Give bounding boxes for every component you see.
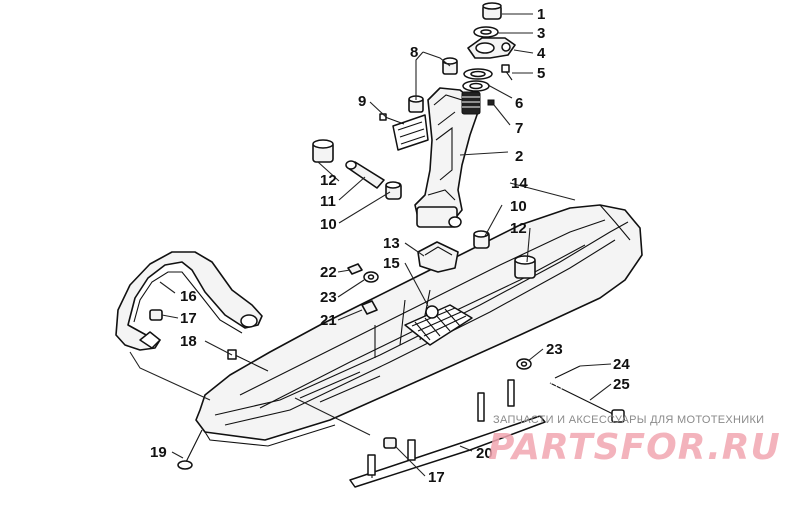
nut-22 — [347, 263, 363, 275]
nut-21 — [361, 300, 378, 315]
callout-9: 9 — [358, 93, 366, 110]
nut-15 — [425, 305, 439, 319]
callout-7: 7 — [515, 120, 523, 137]
callout-5: 5 — [537, 65, 545, 82]
callout-12-left: 12 — [320, 172, 337, 189]
sleeve-11 — [345, 160, 385, 189]
washer-3 — [473, 26, 499, 38]
bolt-25 — [549, 380, 625, 423]
callout-8: 8 — [410, 44, 418, 61]
callout-23-left: 23 — [320, 289, 337, 306]
bushing-12-right — [514, 255, 536, 279]
callout-12-right: 12 — [510, 220, 527, 237]
callout-6: 6 — [515, 95, 523, 112]
callout-15: 15 — [383, 255, 400, 272]
watermark-tagline: ЗАПЧАСТИ И АКСЕССУАРЫ ДЛЯ МОТОТЕХНИКИ — [493, 414, 765, 426]
bolt-5 — [501, 64, 513, 81]
callout-25: 25 — [613, 376, 630, 393]
washers-6 — [462, 68, 493, 92]
callout-22: 22 — [320, 264, 337, 281]
callout-13: 13 — [383, 235, 400, 252]
callout-1: 1 — [537, 6, 545, 23]
bracket-plate — [392, 114, 429, 151]
callout-10-left: 10 — [320, 216, 337, 233]
ski-handle — [115, 251, 263, 351]
bushing-10-left — [385, 181, 402, 200]
damper-13 — [417, 241, 459, 273]
callout-19: 19 — [150, 444, 167, 461]
spindle-thread — [461, 91, 481, 115]
wear-bar — [349, 379, 546, 488]
pin-24 — [554, 365, 581, 379]
clamp-arm-4 — [467, 37, 516, 59]
callout-20: 20 — [476, 445, 493, 462]
spacer-17-upper — [149, 309, 163, 321]
nut-17-lower — [383, 437, 397, 449]
callout-21: 21 — [320, 312, 337, 329]
washer-23-top — [363, 271, 379, 283]
callout-4: 4 — [537, 45, 546, 62]
leader-lines — [129, 13, 612, 477]
pin-7 — [487, 99, 495, 106]
callout-2: 2 — [515, 148, 523, 165]
callout-14: 14 — [511, 175, 528, 192]
cap-1 — [482, 2, 502, 20]
callout-labels: 1 2 3 4 5 6 7 8 9 10 10 11 12 12 13 15 1… — [150, 6, 630, 486]
callout-23-right: 23 — [546, 341, 563, 358]
bushing-12-left — [312, 139, 334, 163]
callout-17-upper: 17 — [180, 310, 197, 327]
bushing-8-lower — [408, 95, 424, 113]
callout-18: 18 — [180, 333, 197, 350]
callout-16: 16 — [180, 288, 197, 305]
bushing-8-upper — [442, 57, 458, 75]
callout-3: 3 — [537, 25, 545, 42]
callout-17-lower: 17 — [428, 469, 445, 486]
callout-10-right: 10 — [510, 198, 527, 215]
watermark-brand: PARTSFOR.RU — [488, 427, 781, 468]
washer-23-right — [516, 358, 532, 370]
callout-24: 24 — [613, 356, 630, 373]
callout-11: 11 — [320, 193, 336, 210]
screw-19 — [177, 429, 203, 470]
